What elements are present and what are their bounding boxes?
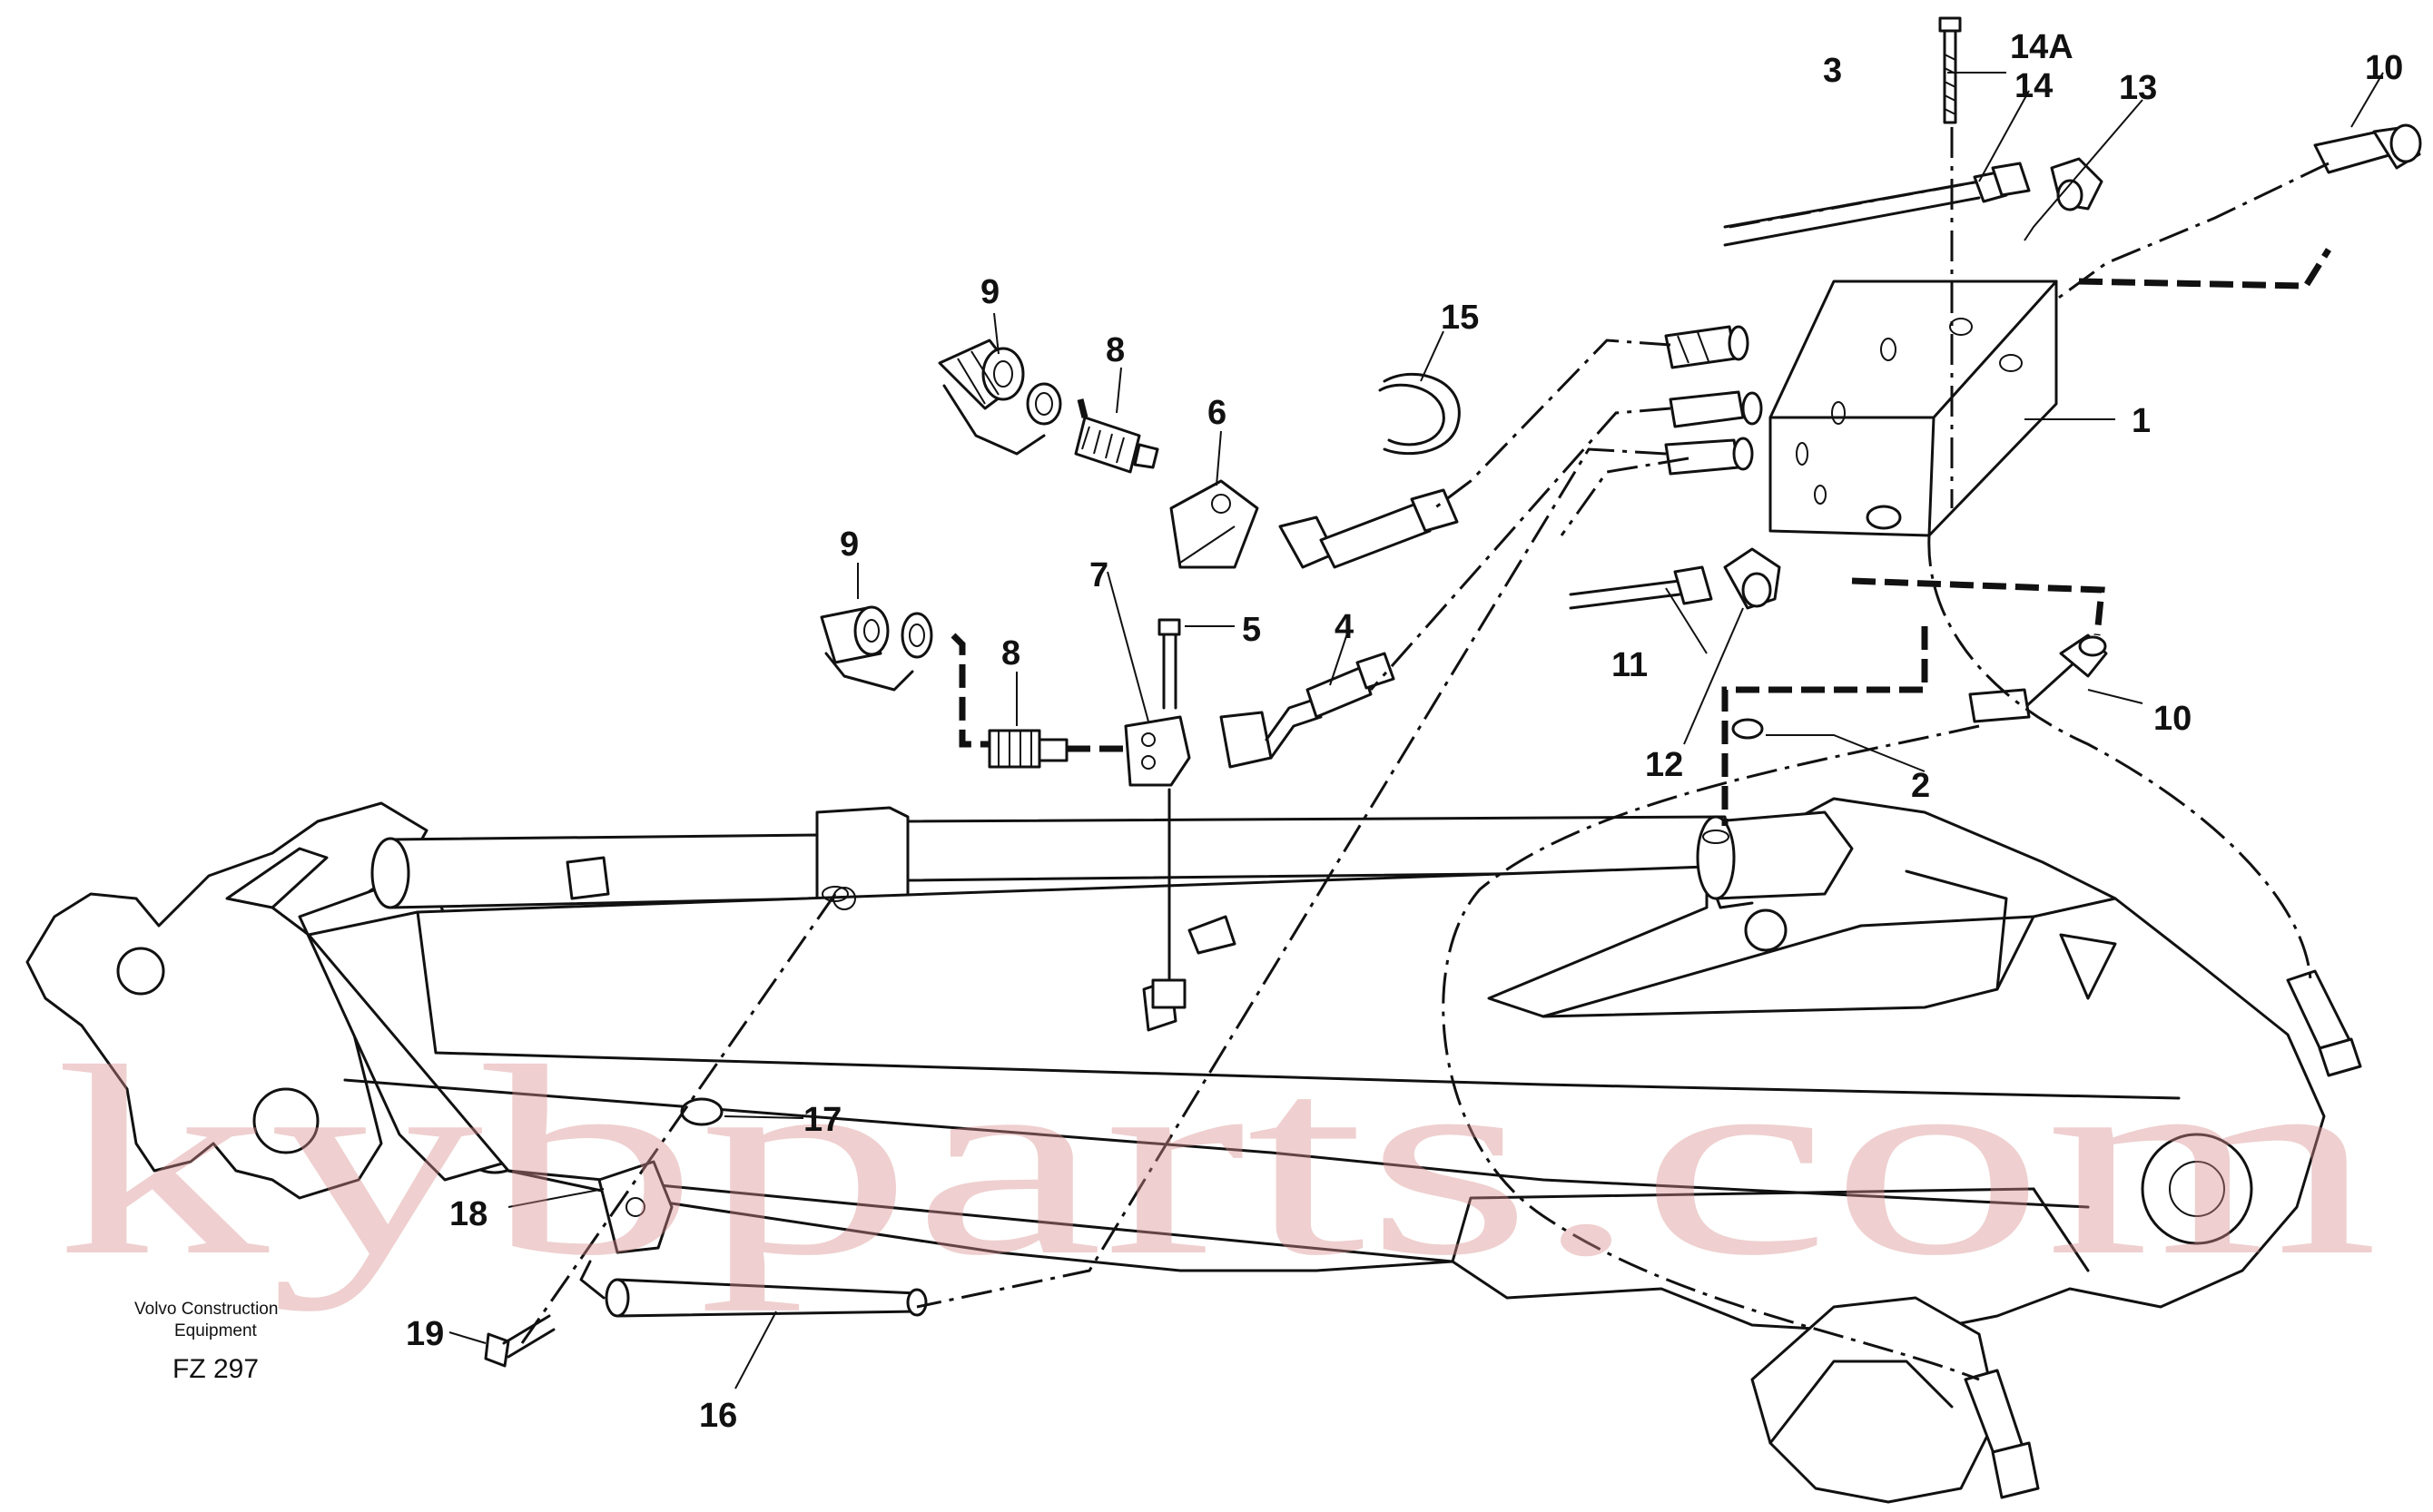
callout-14: 14 <box>2014 67 2053 105</box>
callout-10-right: 10 <box>2153 700 2192 738</box>
callout-9-upper: 9 <box>980 273 1000 311</box>
caption-company-line2: Equipment <box>174 1321 258 1340</box>
leader-lines <box>448 72 2384 1389</box>
callout-19: 19 <box>406 1315 444 1353</box>
callout-6: 6 <box>1207 394 1226 432</box>
callout-3: 3 <box>1823 52 1842 90</box>
callout-10-top: 10 <box>2365 49 2403 87</box>
callout-9-lower: 9 <box>840 525 859 564</box>
watermark-text: kybparts.com <box>54 1010 2379 1312</box>
arm-structure <box>25 797 2326 1504</box>
callout-14a: 14A <box>2010 28 2073 66</box>
callout-7: 7 <box>1089 556 1108 594</box>
callout-5: 5 <box>1242 611 1261 649</box>
fittings <box>484 16 2422 1499</box>
callout-4: 4 <box>1335 608 1354 646</box>
callout-13: 13 <box>2119 69 2157 107</box>
callout-2: 2 <box>1911 767 1930 805</box>
caption-company-line1: Volvo Construction <box>134 1300 278 1319</box>
callout-15: 15 <box>1441 299 1479 337</box>
callout-17: 17 <box>803 1101 842 1139</box>
caption-block: Volvo Construction Equipment FZ 297 <box>134 1300 278 1384</box>
callout-8-upper: 8 <box>1106 331 1125 369</box>
hose-routing <box>520 127 2331 1381</box>
callout-12: 12 <box>1645 746 1683 784</box>
callout-1: 1 <box>2132 402 2151 440</box>
callout-16: 16 <box>699 1397 737 1435</box>
callout-11: 11 <box>1611 646 1648 684</box>
valve-block <box>1768 280 2058 537</box>
callout-8-lower: 8 <box>1001 634 1020 673</box>
callout-18: 18 <box>449 1195 488 1233</box>
callout-labels: 3 14A 14 13 10 1 2 11 12 10 9 8 6 15 9 8… <box>406 28 2403 1435</box>
figure-code: FZ 297 <box>172 1354 259 1384</box>
